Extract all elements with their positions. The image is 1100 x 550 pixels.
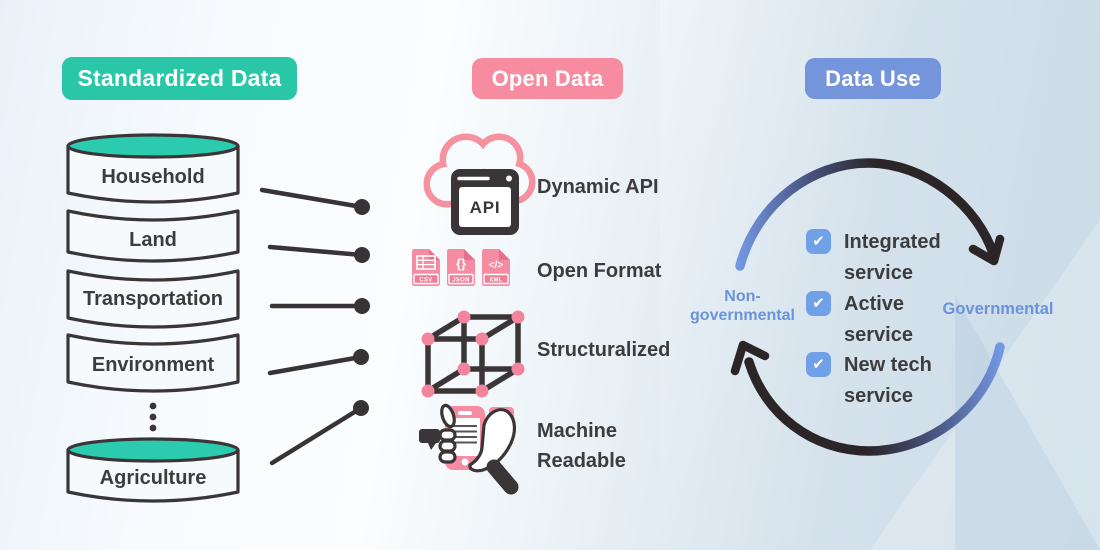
cube-icon (421, 310, 525, 398)
csv-badge-text: CSV (419, 277, 432, 283)
connector-lines (259, 187, 370, 466)
use-item-label: New tech service (844, 354, 932, 407)
check-glyph: ✔ (812, 233, 825, 250)
arrowhead-left (730, 340, 770, 376)
thumb (440, 403, 456, 429)
arrowhead-right (968, 234, 1005, 266)
label-open-format: Open Format (537, 260, 662, 282)
json-file-icon: {} JSON (447, 249, 475, 286)
check-glyph: ✔ (812, 295, 825, 312)
cylinder-top-household (66, 133, 240, 159)
db-label-agriculture: Agriculture (100, 467, 207, 489)
open-data-label: Open Data (491, 65, 604, 91)
ellipsis-dots-icon (149, 402, 157, 432)
use-item-label: Integrated service (844, 231, 941, 284)
label-structuralized: Structuralized (537, 339, 671, 361)
csv-file-icon: CSV (412, 249, 440, 286)
cylinder-environment (66, 333, 240, 393)
api-icon-text: API (470, 198, 501, 217)
cylinder-top-agriculture (66, 437, 240, 463)
xml-badge-text: XML (489, 277, 503, 283)
checkbox-checked-icon: ✔ (806, 229, 831, 254)
cylinder-household (66, 144, 240, 204)
file-formats-icon: CSV {} JSON </> XML (412, 249, 510, 286)
data-use-label: Data Use (825, 65, 921, 91)
label-governmental: Governmental (942, 300, 1054, 318)
database-stack: Household Land Transportation Environmen… (66, 133, 240, 503)
json-badge-text: JSON (452, 277, 470, 283)
cycle-arc-top (735, 158, 999, 271)
xml-file-icon: </> XML (482, 249, 510, 286)
cycle-arrows (730, 158, 1005, 456)
cube-nodes (421, 310, 525, 398)
cycle-arc-bottom (744, 342, 1005, 456)
standardized-data-badge: Standardized Data (62, 57, 297, 100)
standardized-data-label: Standardized Data (77, 65, 282, 91)
label-non-governmental: Non- governmental (690, 288, 795, 324)
xml-glyph: </> (489, 260, 504, 271)
checkbox-checked-icon: ✔ (806, 352, 831, 377)
use-item-label: Active service (844, 293, 913, 346)
checkbox-checked-icon: ✔ (806, 291, 831, 316)
json-glyph: {} (456, 256, 466, 271)
cylinder-transportation (66, 269, 240, 329)
cylinder-land (66, 209, 240, 263)
label-machine-readable: Machine Readable (537, 420, 626, 472)
data-use-badge: Data Use (805, 58, 941, 99)
open-data-badge: Open Data (472, 58, 623, 99)
label-dynamic-api: Dynamic API (537, 176, 659, 198)
wrist (486, 459, 519, 495)
db-label-transportation: Transportation (83, 288, 223, 310)
use-item-integrated-service: ✔ Integrated service (806, 227, 962, 289)
speech-bubble-dark (419, 429, 440, 450)
check-glyph: ✔ (812, 356, 825, 373)
api-cloud-icon: API (423, 133, 536, 235)
use-item-new-tech-service: ✔ New tech service (806, 350, 962, 412)
db-label-household: Household (101, 166, 204, 188)
cylinder-agriculture (66, 448, 240, 503)
db-label-land: Land (129, 229, 177, 251)
use-item-active-service: ✔ Active service (806, 289, 962, 351)
db-label-environment: Environment (92, 354, 215, 376)
phone-hand-icon (419, 403, 519, 495)
